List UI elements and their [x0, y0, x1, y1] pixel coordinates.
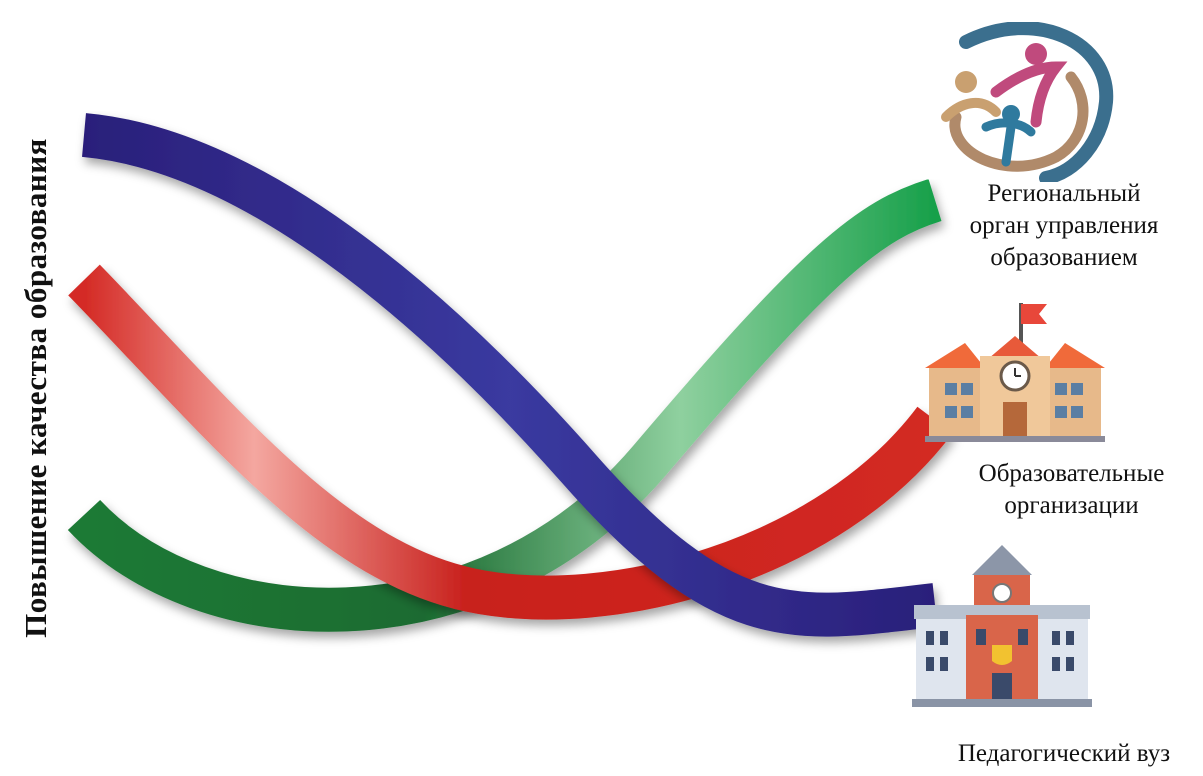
pedagogical-university-label: Педагогический вуз: [957, 740, 1171, 767]
regional-authority-label: Региональный орган управления образовани…: [969, 180, 1159, 271]
people-circle-logo-icon: [941, 22, 1114, 182]
ribbon-red: [68, 264, 953, 620]
school-building-icon: [925, 303, 1105, 442]
educational-organizations-label: Образовательные организации: [978, 460, 1165, 519]
ribbon-blue: [81, 113, 938, 637]
university-building-icon: [912, 545, 1092, 707]
